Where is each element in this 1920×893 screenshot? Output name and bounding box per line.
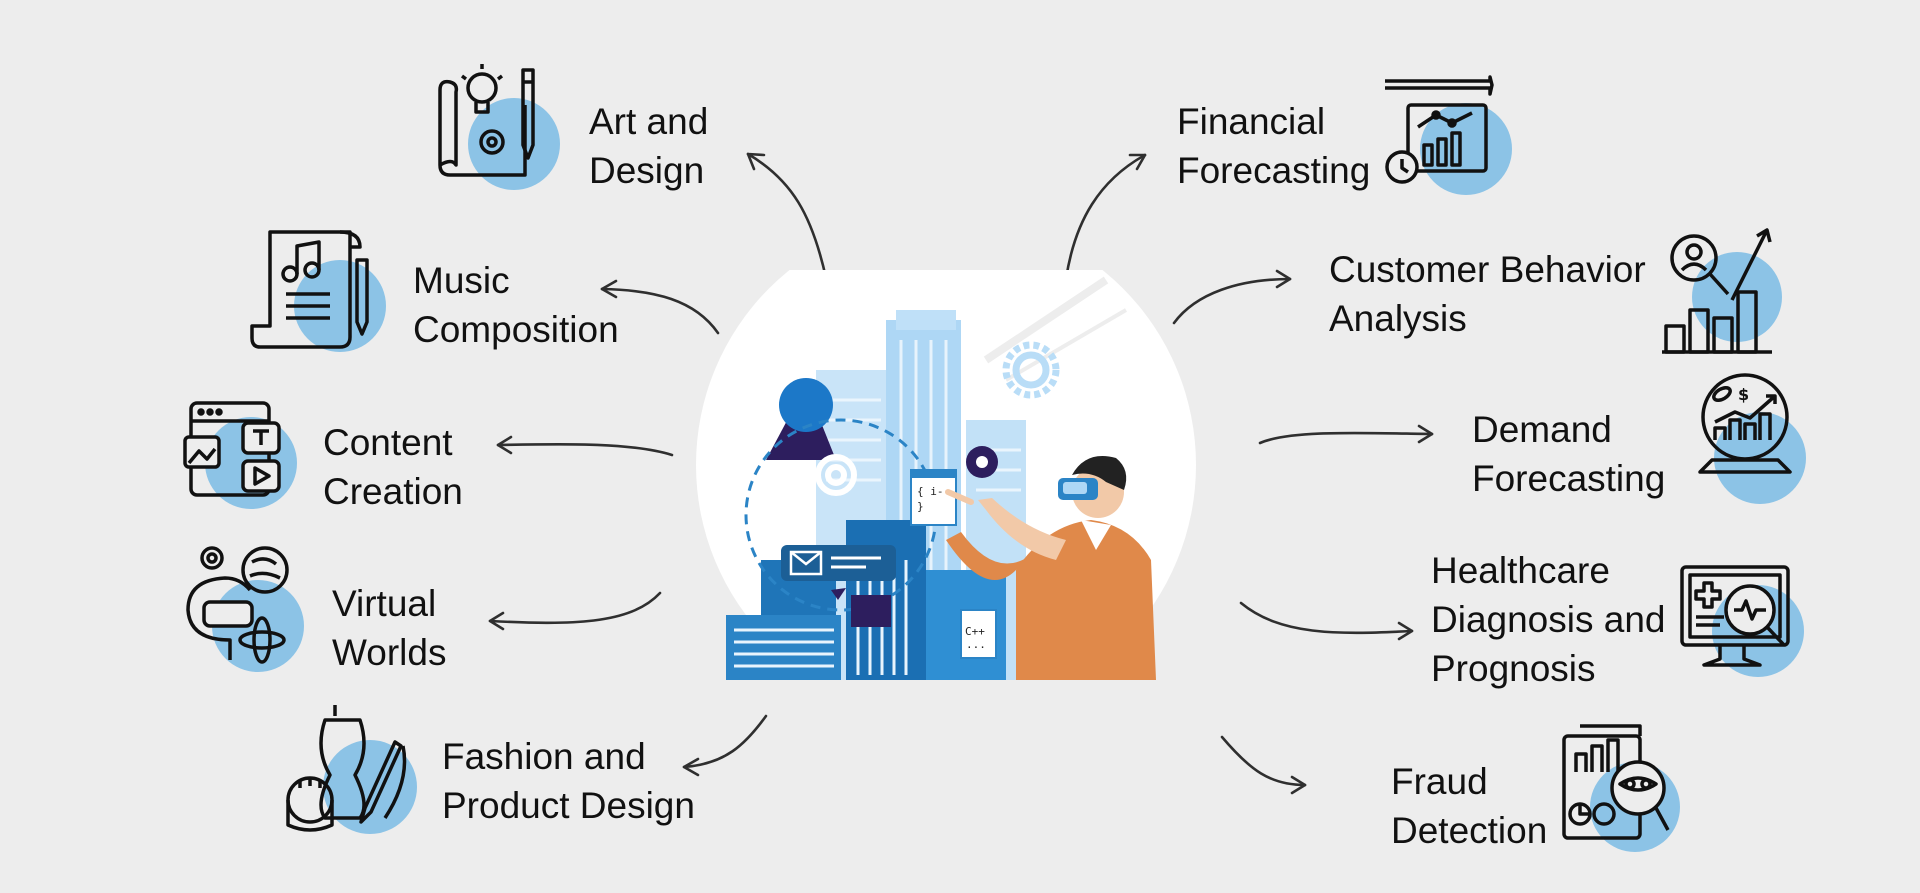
svg-text:}: } [917, 500, 924, 513]
label-healthcare-diagnosis-prognosis: Healthcare Diagnosis and Prognosis [1431, 550, 1666, 689]
music-sheet-icon [250, 222, 390, 362]
svg-text:$: $ [1738, 385, 1749, 404]
arrow-healthcare [1239, 601, 1414, 635]
hero-floor-mask [686, 680, 1206, 710]
vr-person [945, 456, 1156, 680]
arrow-fashion [682, 714, 768, 769]
label-fraud-detection: Fraud Detection [1391, 761, 1548, 851]
blue-dot [779, 378, 833, 432]
virtual-worlds-icon [180, 540, 310, 675]
label-demand-forecasting: Demand Forecasting [1472, 409, 1666, 499]
code-window-icon: { i-- } [910, 469, 957, 526]
label-virtual-worlds: Virtual Worlds [332, 583, 447, 673]
gear-top-icon [1002, 341, 1060, 399]
label-music-composition: Music Composition [413, 260, 619, 350]
svg-text:C++: C++ [965, 625, 985, 638]
medical-monitor-icon [1680, 565, 1805, 685]
label-fashion-product-design: Fashion and Product Design [442, 736, 695, 826]
financial-chart-icon [1380, 75, 1512, 200]
art-design-icon [430, 60, 560, 200]
arrow-music [600, 287, 720, 335]
arrow-content [496, 442, 674, 457]
customer-analysis-icon [1662, 230, 1787, 355]
cursor-icon [831, 588, 846, 600]
arrow-virtual [488, 591, 662, 625]
label-content-creation: Content Creation [323, 422, 463, 512]
cpp-note-icon: C++ ... [960, 609, 997, 659]
arrow-demand [1258, 431, 1434, 445]
arrow-fraud [1220, 735, 1307, 787]
gear-dark-icon [966, 446, 998, 478]
hero-swoosh [983, 276, 1109, 364]
gear-light-left-icon [815, 454, 857, 496]
svg-text:{ i--: { i-- [917, 485, 950, 498]
arrow-customer [1172, 277, 1292, 325]
fashion-design-icon [285, 700, 425, 835]
label-customer-behavior-analysis: Customer Behavior Analysis [1329, 249, 1646, 339]
arrow-financial [1064, 153, 1147, 281]
label-art-design: Art and Design [589, 101, 709, 191]
content-creation-icon [183, 395, 303, 515]
fraud-detection-icon [1560, 722, 1680, 857]
svg-text:...: ... [966, 638, 986, 651]
arrow-art-design [746, 152, 828, 280]
label-financial-forecasting: Financial Forecasting [1177, 101, 1371, 191]
email-card-icon [781, 545, 896, 581]
crystal-ball-icon: $ [1690, 372, 1810, 507]
folder-icon [851, 595, 891, 627]
vr-city-illustration: { i-- } C++ ... [686, 270, 1206, 710]
